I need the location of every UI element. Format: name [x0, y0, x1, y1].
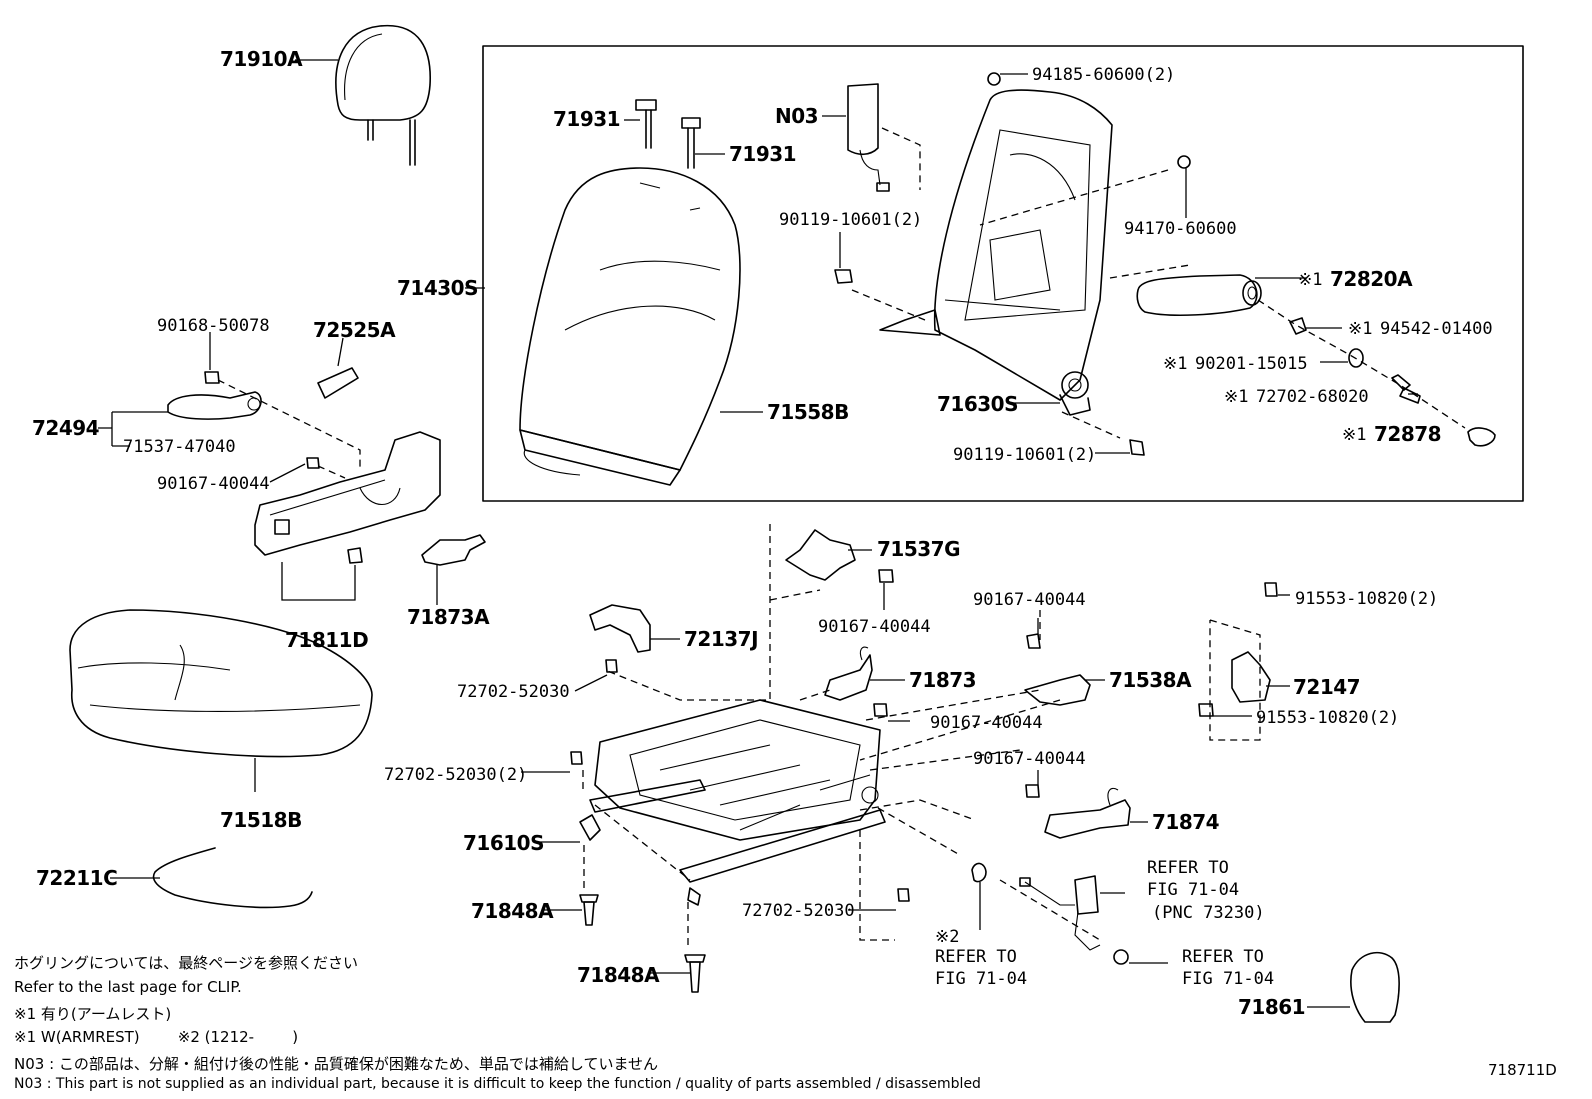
- seatback-cover-drawing: [519, 167, 741, 486]
- knob-cover-drawing: [1350, 951, 1400, 1023]
- armrest-drawing: [1136, 274, 1262, 317]
- figure-number: 718711D: [1488, 1061, 1557, 1079]
- label-71931-a: 71931: [553, 107, 620, 131]
- note-clip-jp: ホグリングについては、最終ページを参照ください: [14, 954, 358, 972]
- label-71861: 71861: [1238, 995, 1305, 1019]
- refer-1-line-b: FIG 71-04: [1147, 880, 1239, 900]
- label-94542: 94542-01400: [1380, 319, 1493, 339]
- refer-1-line-c: (PNC 73230): [1152, 903, 1265, 923]
- bracket-71537g-drawing: [785, 529, 856, 581]
- leader-lines: [98, 59, 1418, 1008]
- label-72702-68020: 72702-68020: [1256, 387, 1369, 407]
- headrest-drawing: [335, 24, 431, 166]
- label-72211C: 72211C: [36, 866, 117, 890]
- label-71848A-b: 71848A: [577, 963, 660, 987]
- note-n03-jp: N03 : この部品は、分解・組付け後の性能・品質確保が困難なため、単品では補給…: [14, 1055, 659, 1073]
- label-72878: 72878: [1374, 422, 1441, 446]
- label-91553-b: 91553-10820(2): [1256, 708, 1399, 728]
- bracket-71874-drawing: [1044, 787, 1131, 839]
- refer-2-line-a: REFER TO: [935, 947, 1017, 967]
- label-71518B: 71518B: [220, 808, 302, 832]
- label-71538A: 71538A: [1109, 668, 1192, 692]
- bracket-71538a-drawing: [1024, 674, 1091, 706]
- label-90201: 90201-15015: [1195, 354, 1308, 374]
- label-71873A: 71873A: [407, 605, 490, 629]
- label-71630S: 71630S: [937, 392, 1018, 416]
- label-90167-b: 90167-40044: [818, 617, 931, 637]
- dashed-guide-lines: [217, 127, 1466, 945]
- label-90167-a: 90167-40044: [157, 474, 270, 494]
- side-airbag-drawing: [847, 83, 890, 192]
- clip-drawing: [971, 862, 987, 883]
- label-71874: 71874: [1152, 810, 1219, 834]
- bolts-drawing: [204, 72, 1278, 965]
- label-72137J: 72137J: [684, 627, 758, 651]
- seatback-frame-drawing: [879, 89, 1113, 416]
- track-cover-drawing: [589, 604, 651, 653]
- pin-drawing: [579, 894, 706, 993]
- label-71931-b: 71931: [729, 142, 796, 166]
- note-armrest-en: ※1 W(ARMREST) ※2 (1212- ): [14, 1028, 299, 1046]
- seat-cushion-shield-drawing: [167, 367, 441, 556]
- bracket-72147-drawing: [1231, 651, 1271, 703]
- seat-wire-drawing: [152, 847, 313, 909]
- mark-72878: ※1: [1342, 425, 1366, 445]
- note-armrest-jp: ※1 有り(アームレスト): [14, 1005, 172, 1023]
- mark-2: ※2: [935, 927, 959, 947]
- seat-belt-buckle-drawing: [1019, 875, 1101, 951]
- refer-3-line-a: REFER TO: [1182, 947, 1264, 967]
- note-clip-en: Refer to the last page for CLIP.: [14, 978, 242, 996]
- cushion-bracket-drawing: [421, 534, 486, 566]
- label-90168: 90168-50078: [157, 316, 270, 336]
- mark-72820A: ※1: [1298, 270, 1322, 290]
- label-94185: 94185-60600(2): [1032, 65, 1175, 85]
- seat-track-drawing: [579, 699, 886, 906]
- mark-72702-68020: ※1: [1224, 387, 1248, 407]
- label-90119-a: 90119-10601(2): [779, 210, 922, 230]
- label-71558B: 71558B: [767, 400, 849, 424]
- label-N03: N03: [775, 104, 818, 128]
- seatback-assembly-frame: [482, 45, 1524, 502]
- label-72147: 72147: [1293, 675, 1360, 699]
- mark-90201: ※1: [1163, 354, 1187, 374]
- label-72820A: 72820A: [1330, 267, 1413, 291]
- label-71430S: 71430S: [397, 276, 478, 300]
- label-72702-52030-c: 72702-52030: [742, 901, 855, 921]
- label-90167-c: 90167-40044: [930, 713, 1043, 733]
- part-labels: 71910A 71931 71931 N03 94185-60600(2) 94…: [32, 47, 1493, 1019]
- label-72525A: 72525A: [313, 318, 396, 342]
- note-n03-en: N03 : This part is not supplied as an in…: [14, 1076, 981, 1092]
- label-94170: 94170-60600: [1124, 219, 1237, 239]
- label-90119-b: 90119-10601(2): [953, 445, 1096, 465]
- bracket-71873-drawing: [824, 646, 873, 701]
- refer-3-line-b: FIG 71-04: [1182, 969, 1274, 989]
- headrest-support-drawing: [635, 99, 701, 169]
- label-71873: 71873: [909, 668, 976, 692]
- label-91553-a: 91553-10820(2): [1295, 589, 1438, 609]
- label-71537-47040: 71537-47040: [123, 437, 236, 457]
- seat-cushion-drawing: [69, 609, 373, 758]
- label-72702-52030-a: 72702-52030: [457, 682, 570, 702]
- label-71537G: 71537G: [877, 537, 960, 561]
- label-71848A-a: 71848A: [471, 899, 554, 923]
- label-90167-d: 90167-40044: [973, 590, 1086, 610]
- label-72702-52030-b: 72702-52030(2): [384, 765, 527, 785]
- label-71910A: 71910A: [220, 47, 303, 71]
- armrest-fasteners-drawing: [1289, 317, 1496, 447]
- label-72494: 72494: [32, 416, 99, 440]
- label-90167-e: 90167-40044: [973, 749, 1086, 769]
- refer-1-line-a: REFER TO: [1147, 858, 1229, 878]
- mark-94542: ※1: [1348, 319, 1372, 339]
- label-71811D: 71811D: [285, 628, 368, 652]
- refer-2-line-b: FIG 71-04: [935, 969, 1027, 989]
- label-71610S: 71610S: [463, 831, 544, 855]
